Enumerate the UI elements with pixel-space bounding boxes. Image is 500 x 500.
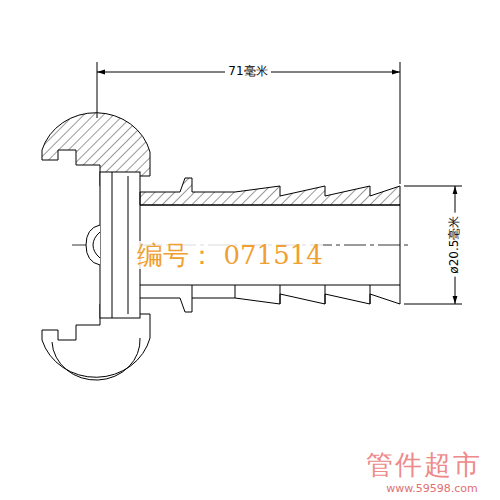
extension-line xyxy=(404,304,462,305)
hub-edge xyxy=(128,176,129,314)
dimension-label: ø20.5毫米 xyxy=(448,213,461,277)
barb-step xyxy=(280,285,281,304)
seal xyxy=(86,225,100,265)
claw-edge xyxy=(52,338,140,380)
barb-step xyxy=(370,285,371,304)
tail-end xyxy=(400,205,401,285)
collar-edge xyxy=(192,285,193,298)
watermark: 编号： 071514 xyxy=(137,241,323,270)
seal-inner xyxy=(93,232,100,258)
hose-tail-wall xyxy=(140,178,400,205)
extension-line xyxy=(400,62,401,184)
bore-line xyxy=(140,285,400,286)
watermark: 管件超市 xyxy=(366,450,482,480)
hub-edge xyxy=(112,172,113,318)
extension-line xyxy=(404,186,462,187)
dimension-label: 71毫米 xyxy=(225,65,270,78)
hose-tail xyxy=(140,285,400,312)
watermark: www.59598.com xyxy=(386,483,477,495)
hub-body xyxy=(100,172,140,318)
barb-step xyxy=(235,285,236,298)
extension-line xyxy=(97,62,98,118)
bore-line xyxy=(140,205,400,206)
barb-step xyxy=(325,285,326,304)
